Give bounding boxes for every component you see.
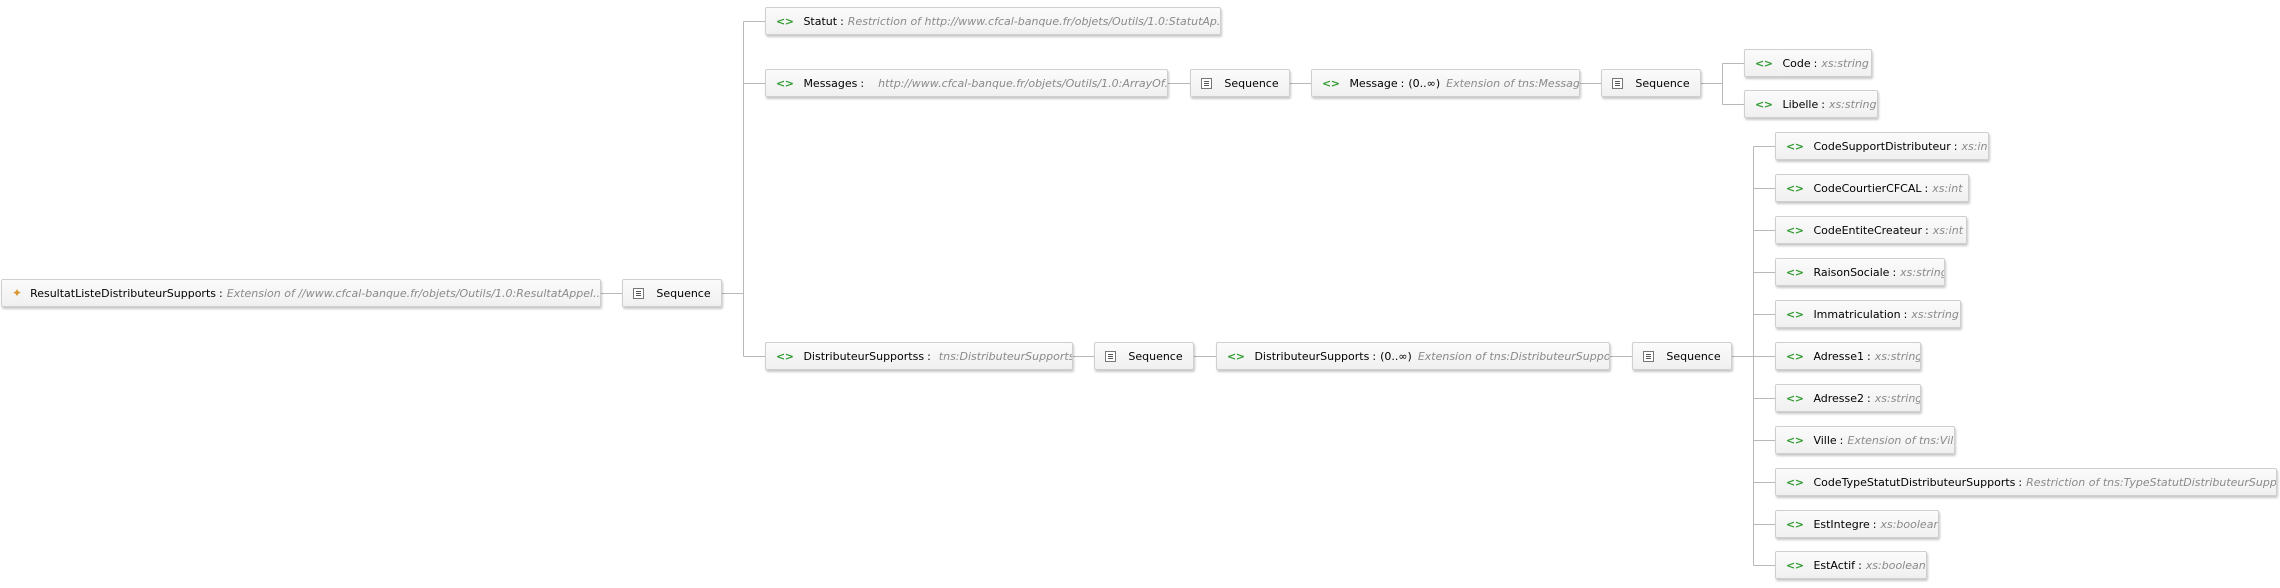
element-type: xs:string [1874, 391, 1921, 405]
element-occurrence: (0..∞) [1380, 349, 1412, 363]
element-type: tns:DistributeurSupportss [938, 349, 1073, 363]
element-node-statut[interactable]: <> Statut : Restriction of http://www.cf… [765, 7, 1221, 35]
element-name: RaisonSociale [1813, 265, 1890, 279]
element-node-distributeursupportss[interactable]: <> DistributeurSupportss : tns:Distribut… [765, 342, 1073, 370]
root-element-name: ResultatListeDistributeurSupports [30, 286, 216, 300]
sequence-icon [1643, 350, 1655, 362]
element-node-estintegre[interactable]: <> EstIntegre : xs:boolean [1775, 510, 1939, 538]
element-name: Adresse2 [1813, 391, 1865, 405]
sequence-node-root[interactable]: Sequence [622, 279, 722, 307]
separator-colon: : [219, 286, 223, 300]
element-icon: <> [1786, 265, 1804, 279]
sequence-node-messages[interactable]: Sequence [1190, 69, 1290, 97]
element-name: Ville [1813, 433, 1837, 447]
element-node-codeentitecreateur[interactable]: <> CodeEntiteCreateur : xs:int [1775, 216, 1967, 244]
sequence-label: Sequence [656, 286, 711, 300]
element-type: xs:int [1932, 223, 1964, 237]
element-type: Extension of tns:Ville [1847, 433, 1955, 447]
element-icon: <> [1786, 475, 1804, 489]
sequence-icon [1105, 350, 1117, 362]
element-icon: <> [1786, 391, 1804, 405]
element-node-ville[interactable]: <> Ville : Extension of tns:Ville [1775, 426, 1955, 454]
element-node-messages[interactable]: <> Messages : http://www.cfcal-banque.fr… [765, 69, 1168, 97]
element-type: xs:boolean [1865, 558, 1926, 572]
element-node-codesupportdistributeur[interactable]: <> CodeSupportDistributeur : xs:int [1775, 132, 1989, 160]
element-icon: <> [776, 349, 794, 363]
element-icon: <> [1786, 181, 1804, 195]
element-node-distributeursupports[interactable]: <> DistributeurSupports : (0..∞) Extensi… [1216, 342, 1610, 370]
element-icon: <> [776, 14, 794, 28]
element-node-raisonsociale[interactable]: <> RaisonSociale : xs:string [1775, 258, 1945, 286]
element-name: DistributeurSupportss [803, 349, 925, 363]
element-icon: <> [1786, 433, 1804, 447]
element-type: Extension of tns:Message [1446, 76, 1580, 90]
root-element-node[interactable]: ✦ ResultatListeDistributeurSupports : Ex… [1, 279, 601, 307]
element-type: xs:boolean [1880, 517, 1939, 531]
sequence-icon [1612, 77, 1624, 89]
sequence-node-message[interactable]: Sequence [1601, 69, 1701, 97]
element-icon: <> [1786, 349, 1804, 363]
element-type: Extension of tns:DistributeurSupports [1417, 349, 1610, 363]
element-type: xs:string [1911, 307, 1959, 321]
element-name: Adresse1 [1813, 349, 1865, 363]
element-name: Code [1782, 56, 1811, 70]
element-name: Immatriculation [1813, 307, 1901, 321]
complex-type-icon: ✦ [12, 286, 23, 300]
element-type: xs:string [1874, 349, 1921, 363]
element-icon: <> [1755, 56, 1773, 70]
element-node-codecourtiercfcal[interactable]: <> CodeCourtierCFCAL : xs:int [1775, 174, 1969, 202]
element-icon: <> [1227, 349, 1245, 363]
element-type: xs:string [1821, 56, 1869, 70]
element-node-message[interactable]: <> Message : (0..∞) Extension of tns:Mes… [1311, 69, 1580, 97]
element-node-code[interactable]: <> Code : xs:string [1744, 49, 1872, 77]
element-name: EstActif [1813, 558, 1856, 572]
element-name: EstIntegre [1813, 517, 1870, 531]
element-node-estactif[interactable]: <> EstActif : xs:boolean [1775, 551, 1927, 579]
element-icon: <> [776, 76, 794, 90]
element-icon: <> [1786, 307, 1804, 321]
element-node-codetypestatutdistributeursupports[interactable]: <> CodeTypeStatutDistributeurSupports : … [1775, 468, 2277, 496]
sequence-node-distributeursupports[interactable]: Sequence [1632, 342, 1732, 370]
element-occurrence: (0..∞) [1408, 76, 1441, 90]
sequence-node-distributeursupportss[interactable]: Sequence [1094, 342, 1194, 370]
element-name: Statut [803, 14, 838, 28]
element-node-adresse1[interactable]: <> Adresse1 : xs:string [1775, 342, 1921, 370]
sequence-icon [633, 287, 645, 299]
element-type: xs:int [1961, 139, 1989, 153]
element-icon: <> [1786, 517, 1804, 531]
element-type: xs:int [1932, 181, 1963, 195]
element-name: CodeTypeStatutDistributeurSupports [1813, 475, 2016, 489]
element-node-immatriculation[interactable]: <> Immatriculation : xs:string [1775, 300, 1961, 328]
element-name: CodeSupportDistributeur [1813, 139, 1951, 153]
element-icon: <> [1786, 223, 1804, 237]
root-element-type: Extension of //www.cfcal-banque.fr/objet… [226, 286, 601, 300]
element-node-adresse2[interactable]: <> Adresse2 : xs:string [1775, 384, 1921, 412]
element-icon: <> [1755, 97, 1773, 111]
element-name: Messages [803, 76, 858, 90]
element-node-libelle[interactable]: <> Libelle : xs:string [1744, 90, 1878, 118]
element-name: DistributeurSupports [1254, 349, 1370, 363]
element-type: xs:string [1900, 265, 1945, 279]
element-name: Libelle [1782, 97, 1819, 111]
element-icon: <> [1786, 558, 1804, 572]
element-icon: <> [1786, 139, 1804, 153]
element-type: Restriction of tns:TypeStatutDistributeu… [2026, 475, 2277, 489]
element-type: xs:string [1828, 97, 1877, 111]
element-name: CodeCourtierCFCAL [1813, 181, 1922, 195]
sequence-icon [1201, 77, 1213, 89]
element-name: CodeEntiteCreateur [1813, 223, 1923, 237]
element-type: Restriction of http://www.cfcal-banque.f… [847, 14, 1221, 28]
element-name: Message [1349, 76, 1398, 90]
element-icon: <> [1322, 76, 1340, 90]
element-type: http://www.cfcal-banque.fr/objets/Outils… [878, 76, 1168, 90]
